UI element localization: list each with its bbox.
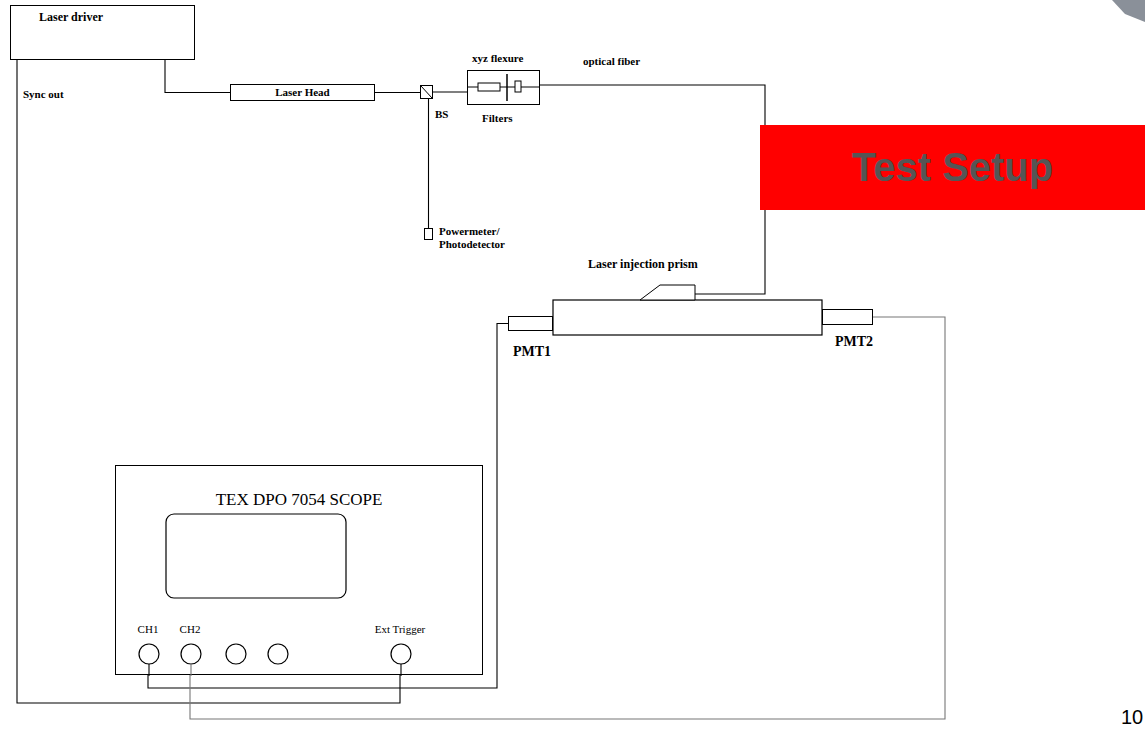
page-number: 10 xyxy=(1120,706,1144,729)
signal-wire xyxy=(165,60,230,93)
title-banner: Test Setup xyxy=(760,125,1145,210)
signal-wire xyxy=(148,324,508,689)
cable-stub xyxy=(400,664,401,676)
node-label: Laser injection prism xyxy=(588,258,698,272)
edge-label: Sync out xyxy=(22,88,65,101)
node-label: Laser driver xyxy=(39,11,103,25)
optical-fiber xyxy=(540,85,765,294)
bnc-jack xyxy=(391,644,411,664)
node-label: BS xyxy=(435,108,448,121)
pmt-tube: PMT1 xyxy=(508,316,553,331)
prism-drawing xyxy=(640,283,695,300)
powermeter: Powermeter/ Photodetector xyxy=(424,228,433,240)
port-label: CH1 xyxy=(137,623,160,636)
driver-box: Laser driver xyxy=(10,5,195,60)
filters-drawing xyxy=(468,71,541,106)
cable-stub xyxy=(190,664,191,676)
filter-plate xyxy=(506,74,508,101)
node-label: Laser Head xyxy=(275,86,330,99)
scintillator-bar xyxy=(553,300,822,335)
bnc-jack xyxy=(181,644,201,664)
scope-screen xyxy=(166,514,346,598)
oscilloscope: TEX DPO 7054 SCOPE xyxy=(115,465,483,675)
signal-wire xyxy=(428,99,429,228)
port-label: CH2 xyxy=(179,623,202,636)
splitter-diagonal xyxy=(421,86,432,98)
fiber-coupler xyxy=(515,81,521,92)
bnc-jack xyxy=(268,644,288,664)
signal-wire xyxy=(375,92,420,93)
node-label: Filters xyxy=(482,112,513,125)
beam-splitter: BS xyxy=(420,85,433,99)
laser-head-box: Laser Head xyxy=(230,84,375,101)
node-label: xyz flexure xyxy=(472,52,523,65)
node-label: Test Setup xyxy=(852,144,1054,190)
prism-shape xyxy=(640,285,695,300)
signal-wire xyxy=(433,91,467,92)
photo-fragment xyxy=(1112,0,1145,22)
node-label: TEX DPO 7054 SCOPE xyxy=(216,490,383,510)
flexure-box: xyz flexureFilters xyxy=(467,70,540,105)
cable-stub xyxy=(148,664,149,676)
node-label: PMT2 xyxy=(835,334,873,350)
injection-prism: Laser injection prism xyxy=(640,283,695,300)
signal-wire xyxy=(17,60,400,703)
edge-label: optical fiber xyxy=(582,55,641,68)
bnc-jack xyxy=(139,644,159,664)
pmt-tube: PMT2 xyxy=(822,309,873,325)
bs-drawing xyxy=(421,86,434,100)
port-label: Ext Trigger xyxy=(374,623,426,636)
node-label: PMT1 xyxy=(513,344,551,360)
node-label: Powermeter/ Photodetector xyxy=(439,225,527,250)
filter-holder xyxy=(478,83,500,91)
bnc-jack xyxy=(226,644,246,664)
